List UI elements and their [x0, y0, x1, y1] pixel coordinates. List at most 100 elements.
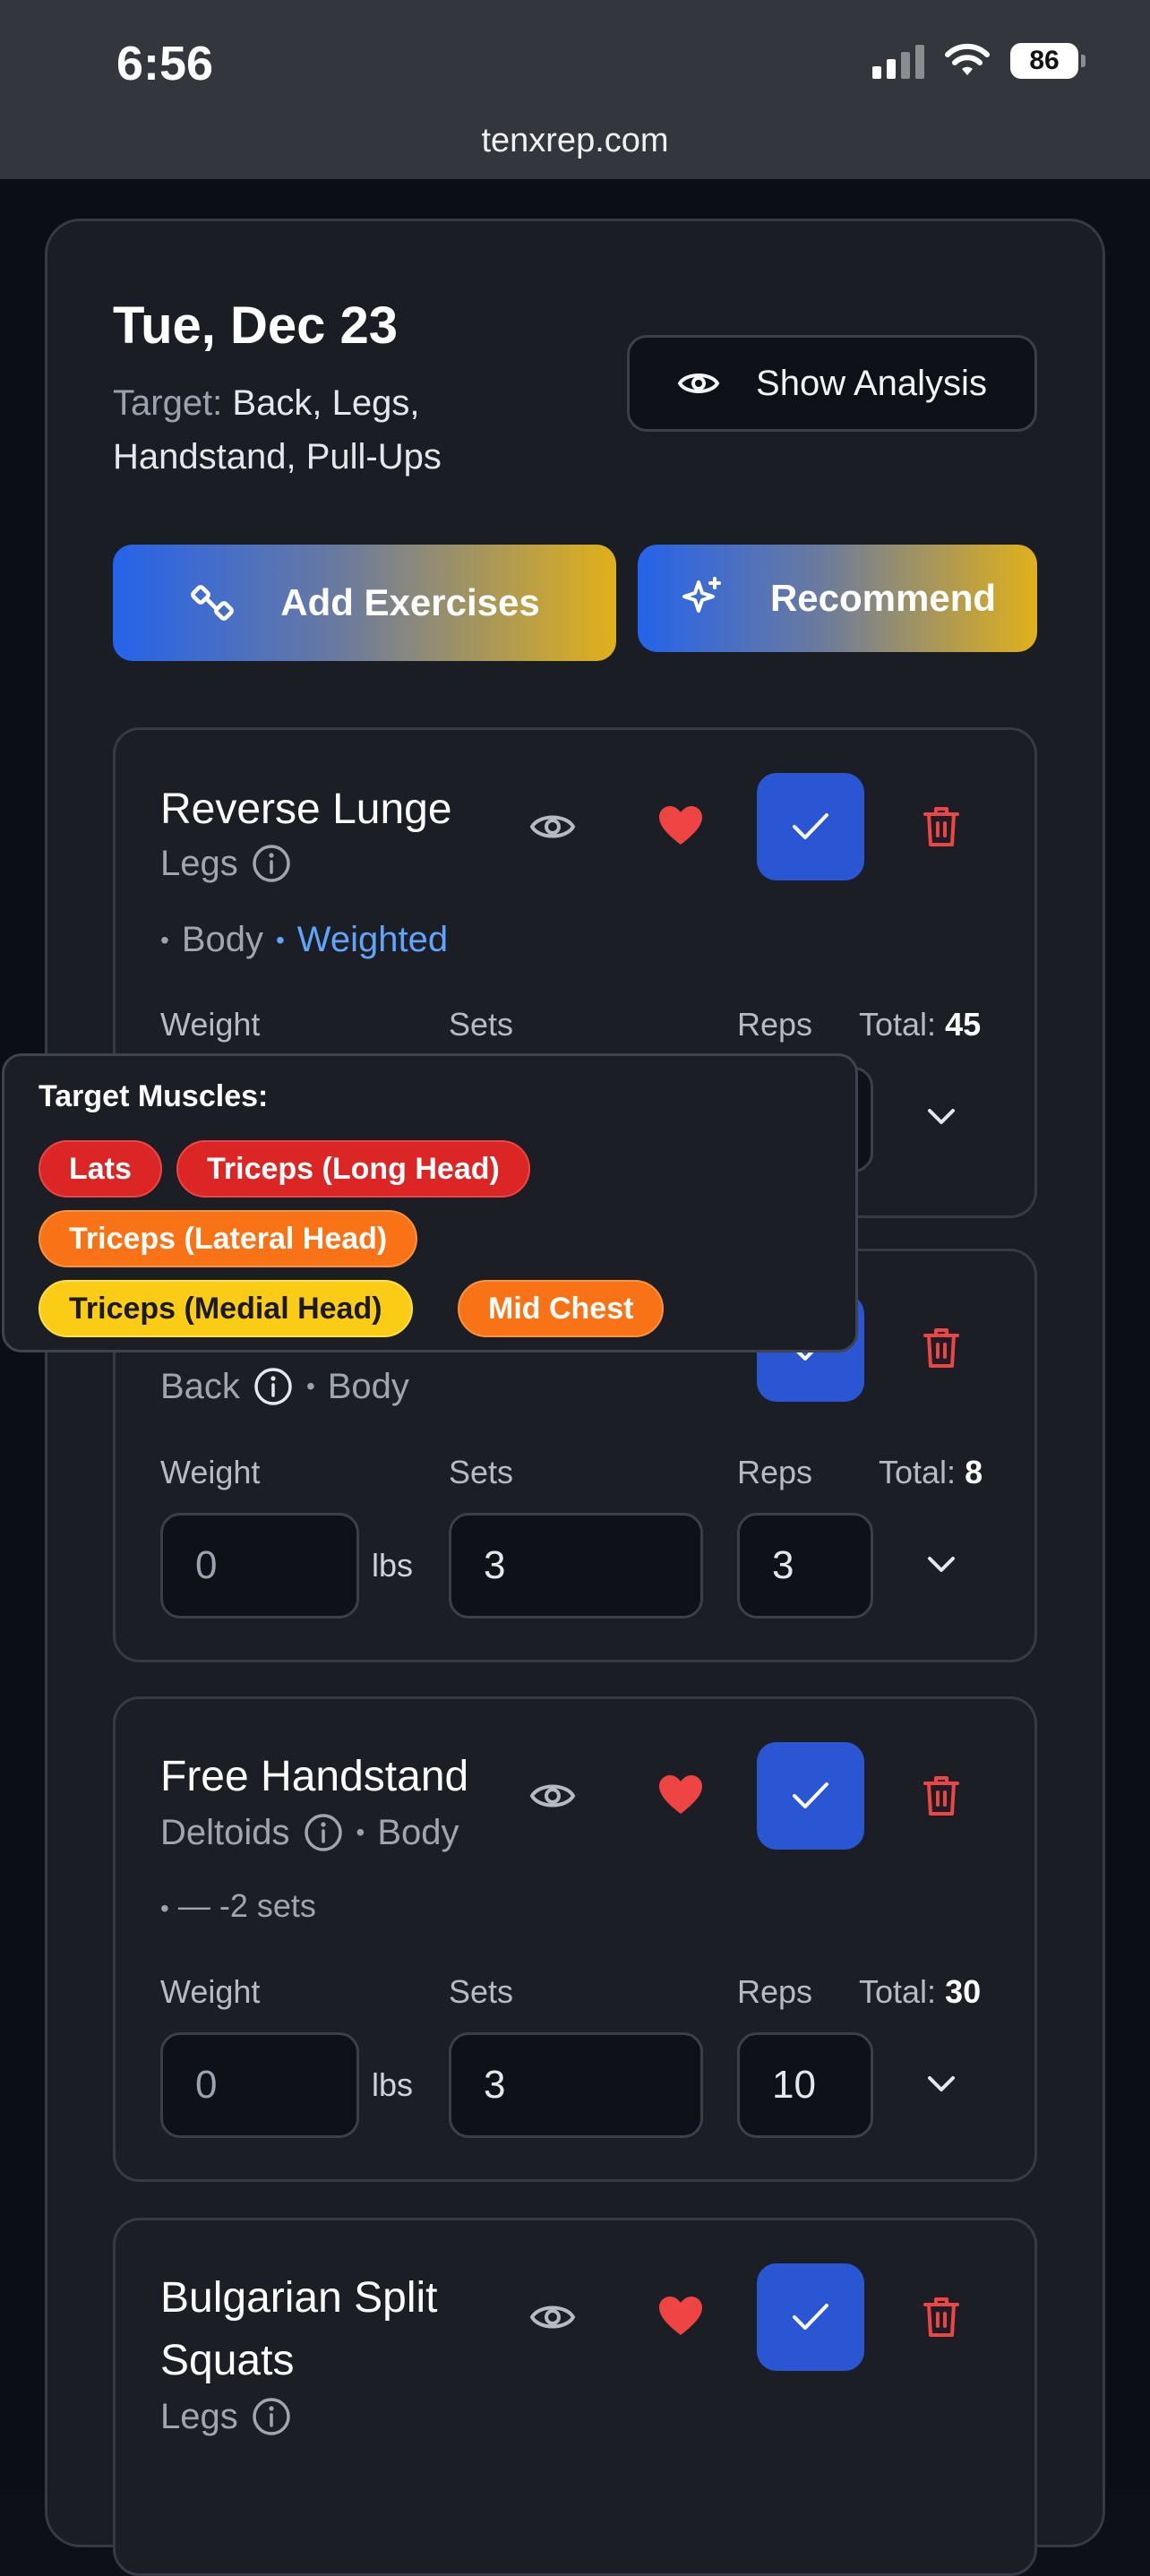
- target-label: Target:: [113, 383, 223, 423]
- cellular-signal-icon: [872, 43, 924, 79]
- exercise-name[interactable]: Reverse Lunge: [160, 786, 452, 833]
- heart-icon[interactable]: [658, 805, 703, 846]
- total-label: Total:: [879, 1454, 957, 1490]
- muscle-chip: Mid Chest: [458, 1280, 665, 1337]
- sets-input[interactable]: 3: [449, 2032, 703, 2138]
- recommend-button[interactable]: Recommend: [638, 545, 1037, 652]
- complete-button[interactable]: [757, 2263, 864, 2371]
- bullet-icon: •: [356, 1818, 365, 1846]
- trash-icon[interactable]: [923, 2296, 959, 2339]
- check-icon: [793, 2304, 828, 2330]
- exercise-card-free-handstand: Free Handstand Deltoids • Body • — -2 se…: [113, 1696, 1037, 2182]
- exercise-modifier: Weighted: [296, 920, 449, 959]
- eye-icon: [677, 374, 720, 393]
- exercise-muscle: Deltoids: [160, 1812, 290, 1852]
- chevron-down-icon[interactable]: [927, 2075, 956, 2093]
- show-analysis-button[interactable]: Show Analysis: [627, 335, 1037, 432]
- exercise-muscle: Legs: [160, 843, 238, 883]
- exercise-name[interactable]: Free Handstand: [160, 1753, 469, 1800]
- exercise-muscle-row: Back • Body: [160, 1366, 409, 1407]
- target-muscles-popover: Target Muscles: Lats Triceps (Long Head)…: [2, 1053, 858, 1352]
- exercise-tags-row: • Body • Weighted: [160, 920, 448, 960]
- add-exercises-label: Add Exercises: [280, 581, 540, 623]
- reps-label: Reps: [737, 1454, 813, 1490]
- heart-icon[interactable]: [658, 1774, 703, 1816]
- bullet-icon: •: [275, 925, 285, 954]
- exercise-muscle-row: Deltoids • Body: [160, 1812, 459, 1853]
- target-summary: Target: Back, Legs, Handstand, Pull-Ups: [113, 376, 579, 484]
- chevron-down-icon[interactable]: [927, 1556, 956, 1574]
- sets-note: • — -2 sets: [160, 1887, 316, 1925]
- reps-label: Reps: [737, 1973, 813, 2010]
- reps-label: Reps: [737, 1006, 813, 1043]
- status-bar: 6:56 86 tenxrep.com: [0, 0, 1150, 179]
- popover-title: Target Muscles:: [39, 1079, 269, 1113]
- total-value: 45: [945, 1006, 982, 1043]
- exercise-type: Body: [377, 1812, 459, 1852]
- muscle-chip: Triceps (Long Head): [176, 1140, 530, 1198]
- exercise-muscle-row: Legs: [160, 2396, 292, 2437]
- eye-icon[interactable]: [529, 2301, 576, 2333]
- exercise-name-line2[interactable]: Squats: [160, 2337, 295, 2384]
- wifi-icon: [945, 43, 990, 75]
- sets-label: Sets: [449, 1973, 514, 2010]
- status-time: 6:56: [116, 37, 214, 90]
- reps-input[interactable]: 3: [737, 1513, 873, 1619]
- heart-icon[interactable]: [658, 2296, 703, 2337]
- info-icon[interactable]: [251, 2396, 292, 2437]
- check-icon: [793, 1782, 828, 1808]
- exercise-name-line1[interactable]: Bulgarian Split: [160, 2274, 438, 2322]
- show-analysis-label: Show Analysis: [756, 363, 987, 403]
- dumbbell-icon: [191, 585, 235, 621]
- exercise-card-bulgarian-split-squats: Bulgarian Split Squats Legs: [113, 2218, 1037, 2576]
- weight-input[interactable]: 0: [160, 1513, 359, 1619]
- workout-date: Tue, Dec 23: [113, 296, 399, 355]
- bullet-icon: •: [305, 1372, 315, 1400]
- trash-icon[interactable]: [923, 1774, 959, 1817]
- complete-button[interactable]: [757, 1742, 864, 1850]
- total-value: 30: [945, 1973, 982, 2010]
- status-icons: 86: [872, 43, 1086, 79]
- sets-label: Sets: [449, 1006, 514, 1043]
- muscle-chip: Lats: [39, 1140, 162, 1198]
- eye-icon[interactable]: [529, 1780, 576, 1812]
- trash-icon[interactable]: [923, 1327, 959, 1370]
- address-bar-url[interactable]: tenxrep.com: [481, 122, 669, 159]
- exercise-muscle-row: Legs: [160, 843, 292, 884]
- weight-label: Weight: [160, 1006, 261, 1043]
- info-icon[interactable]: [253, 1366, 294, 1407]
- weight-unit: lbs: [372, 1547, 414, 1584]
- sets-input[interactable]: 3: [449, 1513, 703, 1619]
- trash-icon[interactable]: [923, 805, 959, 848]
- target-value: Back, Legs, Handstand, Pull-Ups: [113, 383, 442, 477]
- total-value: 8: [965, 1454, 983, 1490]
- total-count: Total: 30: [859, 1973, 981, 2011]
- total-label: Total:: [859, 1973, 937, 2010]
- check-icon: [793, 813, 828, 839]
- info-icon[interactable]: [303, 1812, 344, 1853]
- muscle-chip: Triceps (Medial Head): [39, 1280, 413, 1337]
- sets-label: Sets: [449, 1454, 514, 1490]
- exercise-type: Body: [327, 1366, 409, 1406]
- total-count: Total: 8: [879, 1454, 983, 1491]
- sets-note-text: — -2 sets: [177, 1887, 316, 1924]
- total-count: Total: 45: [859, 1006, 981, 1043]
- weight-unit: lbs: [372, 2066, 414, 2103]
- exercise-muscle: Legs: [160, 2396, 238, 2436]
- exercise-muscle: Back: [160, 1366, 240, 1406]
- exercise-type: Body: [181, 920, 263, 959]
- bullet-icon: •: [160, 925, 169, 954]
- add-exercises-button[interactable]: Add Exercises: [113, 545, 616, 661]
- weight-label: Weight: [160, 1454, 261, 1490]
- reps-input[interactable]: 10: [737, 2032, 873, 2138]
- chevron-down-icon[interactable]: [927, 1108, 956, 1126]
- info-icon[interactable]: [251, 843, 292, 884]
- weight-label: Weight: [160, 1973, 261, 2010]
- weight-input[interactable]: 0: [160, 2032, 359, 2138]
- eye-icon[interactable]: [529, 811, 576, 843]
- total-label: Total:: [859, 1006, 937, 1043]
- complete-button[interactable]: [757, 773, 864, 880]
- recommend-label: Recommend: [769, 577, 997, 619]
- sparkles-icon: [682, 577, 721, 613]
- battery-icon: 86: [1010, 43, 1086, 79]
